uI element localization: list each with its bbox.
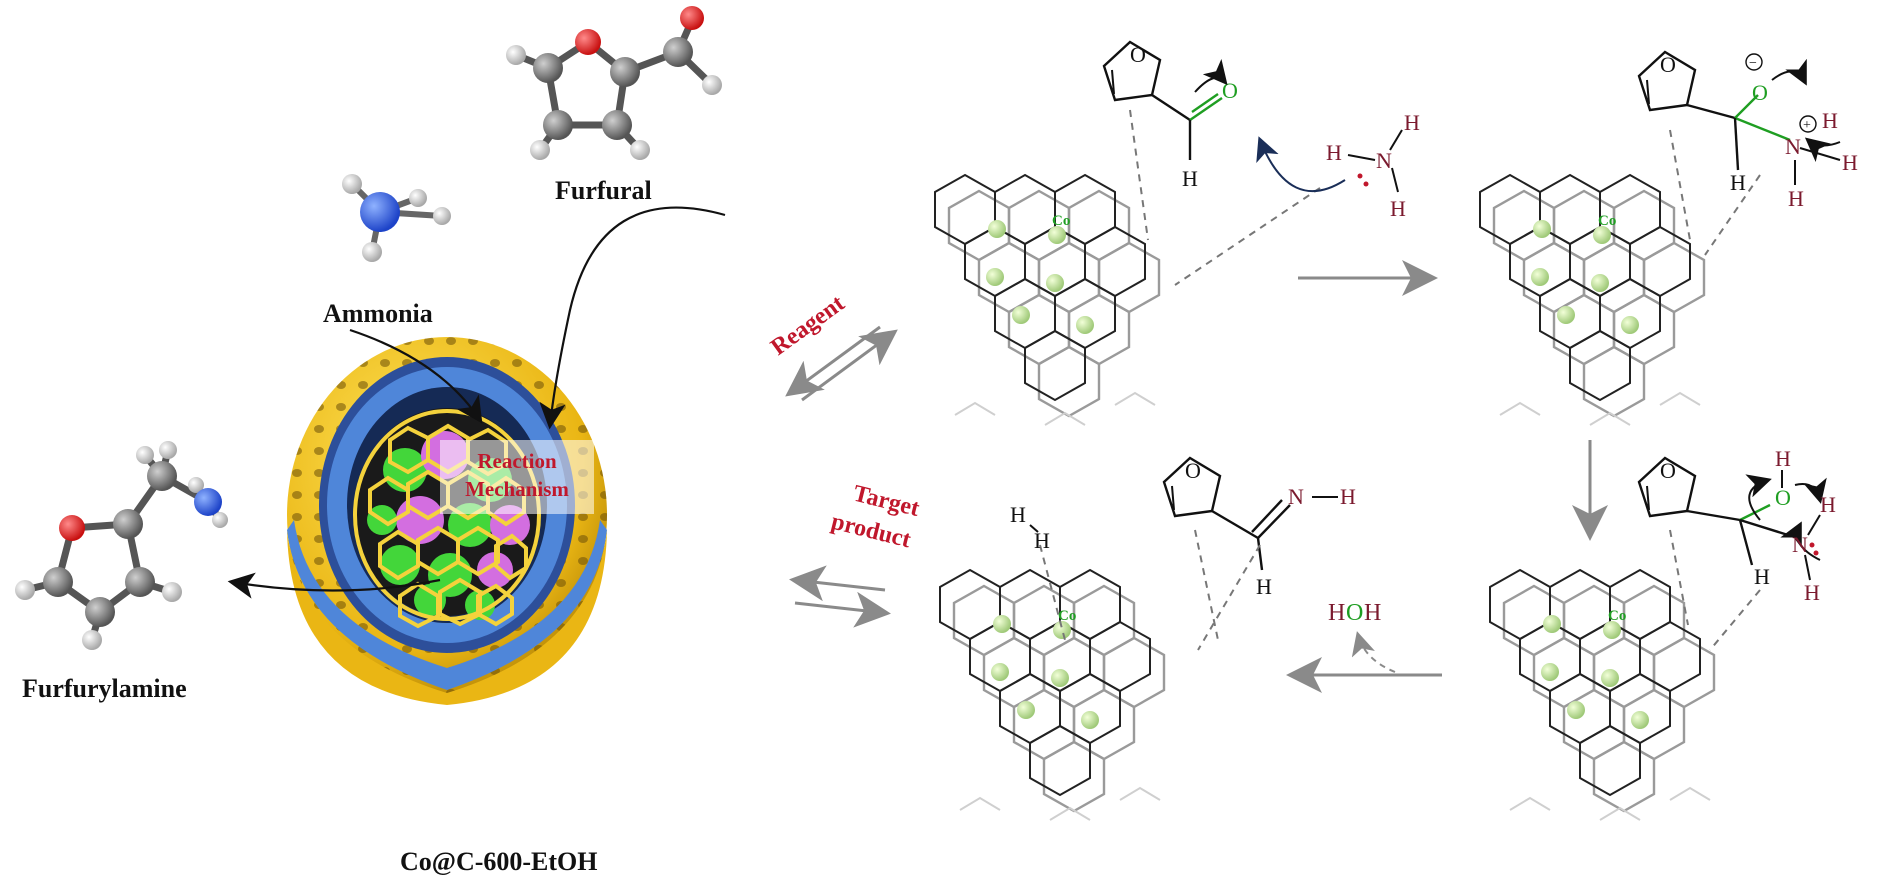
step2-nitrogen: N (1785, 134, 1801, 159)
furfural-inflow-arrow (539, 206, 726, 430)
reagent-equilibrium-arrows (785, 325, 898, 402)
step3-oxygen: O (1775, 485, 1791, 510)
furfurylamine-molecule-icon (15, 441, 228, 650)
step4-ring-oxygen: O (1185, 458, 1201, 483)
reagent-label: Reagent (766, 290, 849, 360)
ammonia-molecule-icon (342, 174, 451, 262)
step2-nh-h3: H (1788, 186, 1804, 211)
h2-hydrogen-1: H (1010, 502, 1026, 527)
step1-structure (1102, 40, 1321, 286)
step2-minus-charge: − (1749, 56, 1757, 71)
step2-ring-oxygen: O (1660, 52, 1676, 77)
water-h1: H (1328, 600, 1345, 626)
step3-nitrogen: N (1792, 532, 1808, 557)
furfural-label: Furfural (555, 176, 652, 205)
step2-nh-h2: H (1842, 150, 1858, 175)
step4-ch-hydrogen: H (1256, 574, 1272, 599)
product-outflow-arrow (227, 572, 441, 599)
water-o: O (1346, 600, 1363, 626)
step2-oxygen: O (1752, 80, 1768, 105)
step1-ring-oxygen: O (1130, 42, 1146, 67)
step2-structure (1637, 50, 1841, 256)
step2-ch-hydrogen: H (1730, 170, 1746, 195)
step1-ammonia (1347, 129, 1403, 193)
water-h2: H (1364, 600, 1381, 626)
h2-hydrogen-2: H (1034, 528, 1050, 553)
step3-nh-h1: H (1820, 492, 1836, 517)
step1-electron-arrow (1194, 58, 1228, 93)
furfural-molecule-icon (506, 6, 722, 160)
graphene-panel-2 (1478, 173, 1706, 427)
graphene-panel-1 (933, 173, 1161, 427)
step2-plus-charge: + (1803, 118, 1811, 133)
step1-nucleophile-arrow (1256, 136, 1346, 193)
step1-nh3-h3: H (1390, 196, 1406, 221)
water-release-arrow (1351, 631, 1396, 673)
step1-nh3-n: N (1376, 148, 1392, 173)
step3-ch-hydrogen: H (1754, 564, 1770, 589)
ammonia-label: Ammonia (323, 299, 433, 328)
step4-nitrogen: N (1288, 484, 1304, 509)
step3-ring-oxygen: O (1660, 458, 1676, 483)
catalyst-label: Co@C-600-EtOH (400, 847, 598, 876)
ammonia-inflow-arrow (349, 328, 483, 424)
step1-nh3-h1: H (1326, 140, 1342, 165)
step1-aldehyde-hydrogen: H (1182, 166, 1198, 191)
cobalt-label-2: Co (1598, 213, 1616, 229)
reaction-mechanism-label-2: Mechanism (465, 477, 569, 501)
furfurylamine-label: Furfurylamine (22, 674, 187, 703)
step3-oh-hydrogen: H (1775, 446, 1791, 471)
cobalt-label-3: Co (1608, 608, 1626, 624)
step3-nh-h2: H (1804, 580, 1820, 605)
cobalt-label-4: Co (1058, 608, 1076, 624)
step3-structure (1637, 456, 1827, 651)
graphene-panel-3 (1488, 568, 1716, 822)
catalyst-nanosphere-icon: Reaction Mechanism (287, 337, 607, 705)
step4-nh-hydrogen: H (1340, 484, 1356, 509)
step4-structure (1029, 456, 1338, 651)
graphene-panel-4 (938, 568, 1166, 822)
step2-nh-h1: H (1822, 108, 1838, 133)
step1-nh3-h2: H (1404, 110, 1420, 135)
target-product-arrows (789, 565, 891, 628)
reaction-mechanism-label-1: Reaction (477, 449, 557, 473)
cobalt-label-1: Co (1052, 213, 1070, 229)
